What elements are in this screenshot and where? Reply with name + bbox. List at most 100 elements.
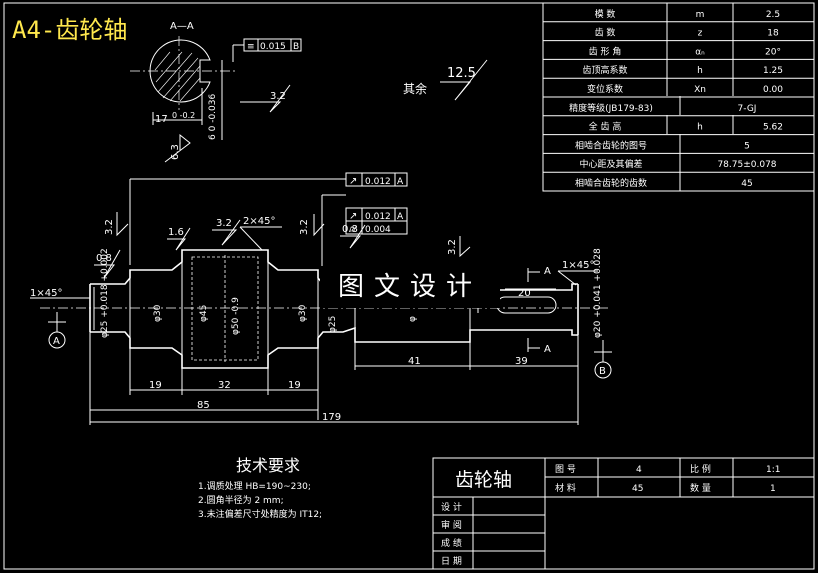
gear-param-name: 精度等级(JB179-83) [569,102,653,114]
datum-a-letter: A [53,336,60,347]
dim-85: 85 [197,400,210,411]
scale-value: 1:1 [766,465,780,475]
roughness-0-8-right: 0.8 [342,224,358,235]
section-roughness-1: 3.2 [270,91,286,102]
gear-param-symbol: z [698,29,703,39]
gear-param-name: 齿 数 [595,27,616,39]
chamfer-left: 1×45° [30,288,62,299]
datum-b-circle [594,361,612,379]
diameter-labels: φ25 +0.018 +0.002 φ30 φ45 φ50 -0.9 φ30 φ… [100,248,603,338]
gear-param-value: 2.5 [766,10,780,20]
gear-param-symbol: h [697,66,703,76]
tech-req-item-1: 1.调质处理 HB=190~230; [198,480,311,492]
gear-param-symbol: Xn [694,85,706,95]
dim-179: 179 [322,412,341,423]
diameter-20: φ20 +0.041 +0.028 [593,248,603,338]
annotations: 1×45° 1×45° 2×45° 0.8 1.6 3.2 0.8 3.2 3.… [30,172,612,379]
row-grade: 成 绩 [441,537,462,549]
cylindricity-value: 0.004 [365,225,391,235]
technical-requirements: 技术要求 1.调质处理 HB=190~230; 2.圆角半径为 2 mm; 3.… [198,456,322,520]
title-block-part-name: 齿轮轴 [455,469,512,491]
watermark-label: 图文设计 [320,266,500,308]
material-label: 材 料 [555,482,576,494]
keyway-slot [496,296,557,314]
runout-1-datum: A [397,177,404,187]
gear-param-name: 中心距及其偏差 [579,158,642,170]
roughness-symbol [440,59,488,101]
gear-param-value: 1.25 [763,66,783,76]
section-keyway-dim: 6 0 -0.036 [208,94,218,140]
gear-param-value: 20° [765,47,781,57]
row-design: 设 计 [441,501,462,513]
runout-icon-1: ↗ [349,176,357,187]
gear-param-name: 相啮合齿轮的图号 [575,139,647,151]
section-roughness-2: 6.3 [170,144,181,160]
row-review: 审 阅 [441,519,462,531]
diameter-30-right: φ30 [298,304,308,322]
dim-32: 32 [218,380,231,391]
section-width-tol: 0 -0.2 [172,111,195,120]
dim-19-left: 19 [149,380,162,391]
gear-param-value: 0.00 [763,85,783,95]
drawing-frame [3,2,815,570]
symmetry-symbol: ≡ [247,42,255,52]
chamfer-gear: 2×45° [243,216,275,227]
dim-keyway-20: 20 [518,288,531,299]
diameter-30-left: φ30 [153,304,163,322]
chamfer-right: 1×45° [562,260,594,271]
drawing-no-value: 4 [636,465,642,475]
section-flatness-value: 0.015 [260,42,286,52]
cylindricity-icon: ⌭ [349,224,357,235]
scale-label: 比 例 [690,463,711,475]
tech-req-heading: 技术要求 [236,456,300,475]
diameter-mid: φ [408,316,418,322]
dim-39: 39 [515,356,528,367]
quantity-value: 1 [770,484,776,494]
diameter-45: φ45 [199,305,209,322]
gear-param-name: 变位系数 [587,83,623,95]
dim-19-right: 19 [288,380,301,391]
tech-req-item-2: 2.圆角半径为 2 mm; [198,494,284,506]
roughness-3-2-right: 3.2 [447,239,458,255]
gear-param-value: 7-GJ [738,104,757,114]
shaft-bottom-profile [90,326,578,369]
drawing-no-label: 图 号 [555,464,576,475]
section-mark-bottom: A [544,344,551,355]
gear-param-value: 78.75±0.078 [717,160,776,170]
gear-param-name: 齿顶高系数 [582,64,627,76]
gear-param-name: 模 数 [595,8,616,20]
gear-param-value: 45 [741,179,752,189]
drawing-title: A4-齿轮轴 [12,16,127,44]
diameter-50: φ50 -0.9 [231,297,241,335]
roughness-3-2-mid: 3.2 [299,219,310,235]
runout-icon-2: ↗ [349,211,357,222]
roughness-0-8-left: 0.8 [96,253,112,264]
section-label: A—A [170,21,194,32]
dim-41: 41 [408,356,421,367]
runout-2-datum: A [397,212,404,222]
section-mark-top: A [544,266,551,277]
gear-param-symbol: h [697,123,703,133]
section-a-a-view: A—A 17 0 -0.2 6 0 -0.036 ≡ 0.015 B 3.2 6… [130,21,302,163]
section-datum-letter: B [293,42,299,52]
title-block: 齿轮轴 图 号 4 比 例 1:1 材 料 45 数 量 1 设 计 审 阅 成… [432,457,815,570]
material-value: 45 [632,484,643,494]
gear-param-value: 5.62 [763,123,783,133]
quantity-label: 数 量 [690,482,711,494]
section-hatching [154,51,201,102]
horizontal-dimensions: 19 32 19 85 179 41 39 20 [89,288,579,425]
section-width-dim: 17 [155,114,168,125]
row-date: 日 期 [441,556,462,567]
runout-2-value: 0.012 [365,212,391,222]
gear-param-symbol: m [696,10,705,20]
gear-param-symbol: αₙ [695,47,705,57]
runout-1-value: 0.012 [365,177,391,187]
remaining-roughness-label: 其余 [403,81,427,96]
gear-param-name: 全 齿 高 [589,121,622,133]
remaining-roughness-value: 12.5 [447,66,476,81]
roughness-1-6: 1.6 [168,227,184,238]
diameter-25-right: φ25 [328,316,338,333]
gear-param-name: 齿 形 角 [589,45,622,57]
gear-param-value: 18 [767,29,779,39]
